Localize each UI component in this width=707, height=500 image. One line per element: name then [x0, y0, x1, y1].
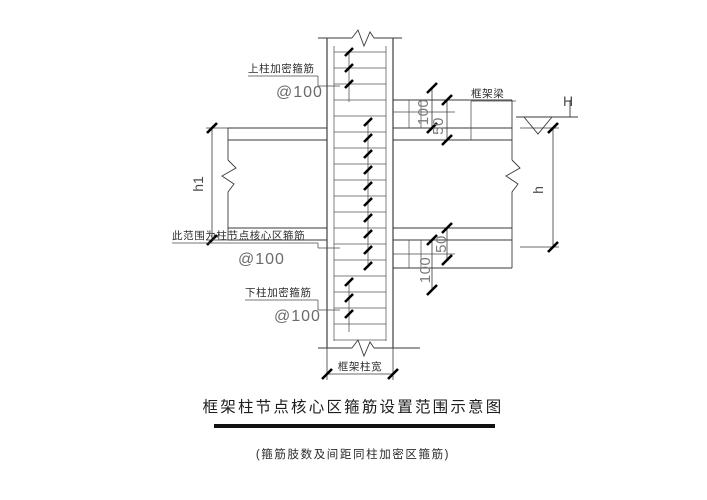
dimension-column-width: 框架柱宽 [321, 348, 399, 380]
right-beam [393, 99, 521, 269]
drawing-title: 框架柱节点核心区箍筋设置范围示意图 [203, 397, 504, 416]
joint-core-stirrups [334, 117, 386, 271]
column-break-symbol-top [318, 29, 402, 48]
dim-upper-beam-bottom: 50 [430, 117, 447, 135]
lower-column-stirrups [334, 275, 386, 341]
left-beam [221, 127, 327, 241]
label-frame-beam: 框架梁 [471, 87, 504, 100]
label-joint-core-spacing: @100 [238, 251, 285, 268]
label-joint-core-stirrup: 此范围为柱节点核心区箍筋 [172, 229, 305, 242]
upper-column-stirrups [334, 47, 386, 117]
dimension-h: h [520, 122, 559, 253]
label-column-width: 框架柱宽 [338, 360, 382, 373]
drawing-subtitle: (箍筋肢数及间距同柱加密区箍筋) [256, 447, 450, 461]
elevation-mark: H [516, 93, 578, 135]
annotation-beam: 框架梁 [470, 87, 516, 140]
dim-h-label: h [530, 186, 546, 194]
dim-h1-label: h1 [190, 176, 206, 192]
dim-lower-beam-bottom: 100 [417, 257, 434, 284]
label-lower-column-spacing: @100 [274, 308, 321, 325]
column-outline [326, 38, 394, 348]
dim-upper-beam-top: 100 [415, 99, 432, 126]
label-upper-column-spacing: @100 [276, 84, 323, 101]
annotation-joint-core: 此范围为柱节点核心区箍筋 @100 [172, 229, 340, 268]
dimension-h1: h1 [190, 122, 232, 246]
annotation-upper-column: 上柱加密箍筋 @100 [248, 62, 340, 101]
dimension-lower-beam: 50 100 [417, 222, 453, 296]
dimension-upper-beam: 100 50 [415, 82, 453, 146]
dim-lower-beam-top: 50 [433, 235, 450, 253]
label-lower-column-stirrup: 下柱加密箍筋 [245, 286, 312, 299]
title-block: 框架柱节点核心区箍筋设置范围示意图 (箍筋肢数及间距同柱加密区箍筋) [203, 397, 504, 461]
annotation-lower-column: 下柱加密箍筋 @100 [245, 286, 340, 325]
elevation-mark-label: H [563, 93, 573, 109]
label-upper-column-stirrup: 上柱加密箍筋 [248, 62, 315, 75]
title-underline [214, 424, 495, 428]
column-break-symbol-bottom [318, 339, 420, 358]
